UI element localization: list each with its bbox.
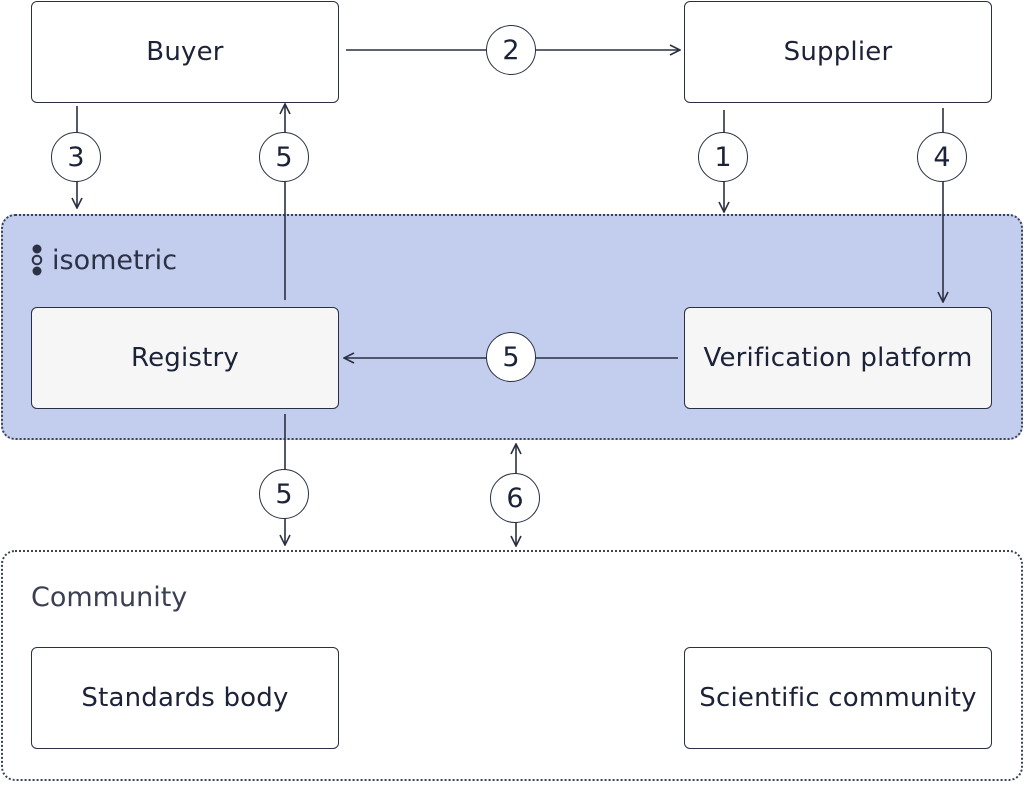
step-badge-supplier-to-verification: 4 (917, 132, 967, 182)
step-badge-isometric-community-exchange: 6 (490, 473, 540, 523)
supplier-node: Supplier (684, 1, 992, 103)
registry-node: Registry (31, 307, 339, 409)
isometric-label: isometric (52, 244, 178, 276)
standards-body-node: Standards body (31, 647, 339, 749)
step-badge-buyer-to-supplier: 2 (486, 25, 536, 75)
buyer-node: Buyer (31, 1, 339, 103)
isometric-brand: isometric (30, 244, 177, 276)
scientific-community-node: Scientific community (684, 647, 992, 749)
step-badge-buyer-to-isometric: 3 (51, 132, 101, 182)
step-badge-registry-to-community: 5 (259, 469, 309, 519)
step-badge-verification-to-registry: 5 (486, 332, 536, 382)
step-badge-supplier-to-isometric: 1 (698, 132, 748, 182)
verification-platform-node: Verification platform (684, 307, 992, 409)
step-badge-registry-to-buyer: 5 (259, 132, 309, 182)
community-label: Community (31, 582, 188, 613)
isometric-logo-icon (31, 244, 43, 276)
